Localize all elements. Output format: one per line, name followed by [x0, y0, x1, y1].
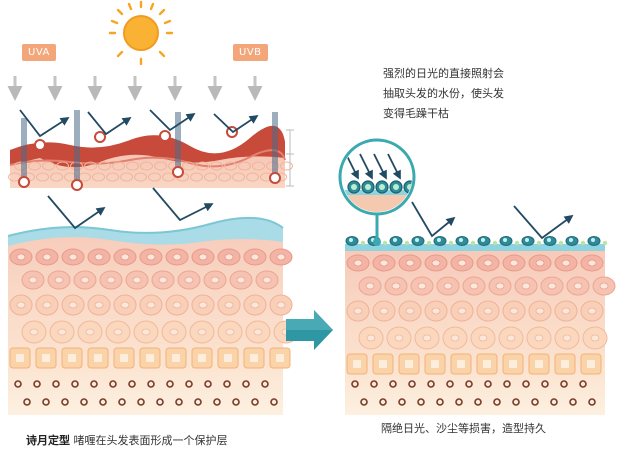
caption-left-text: 啫喱在头发表面形成一个保护层	[74, 434, 228, 447]
uvb-badge: UVB	[233, 44, 268, 61]
sun-damage-note: 强烈的日光的直接照射会 抽取头发的水份，使头发 变得毛躁干枯	[383, 64, 504, 124]
gel-protected-skin-diagram	[8, 218, 298, 415]
brand-name: 诗月定型	[26, 434, 70, 447]
sun-icon	[110, 2, 172, 64]
uv-arrow-icon	[15, 76, 255, 98]
uv-damaged-skin-diagram	[9, 110, 294, 190]
magnifier-icon	[340, 140, 416, 246]
caption-left: 诗月定型 啫喱在头发表面形成一个保护层	[26, 432, 228, 448]
caption-right: 隔绝日光、沙尘等损害，造型持久	[381, 420, 546, 436]
process-arrow-icon	[286, 310, 333, 350]
shielded-hair-diagram	[345, 237, 615, 416]
uva-badge: UVA	[22, 44, 56, 61]
